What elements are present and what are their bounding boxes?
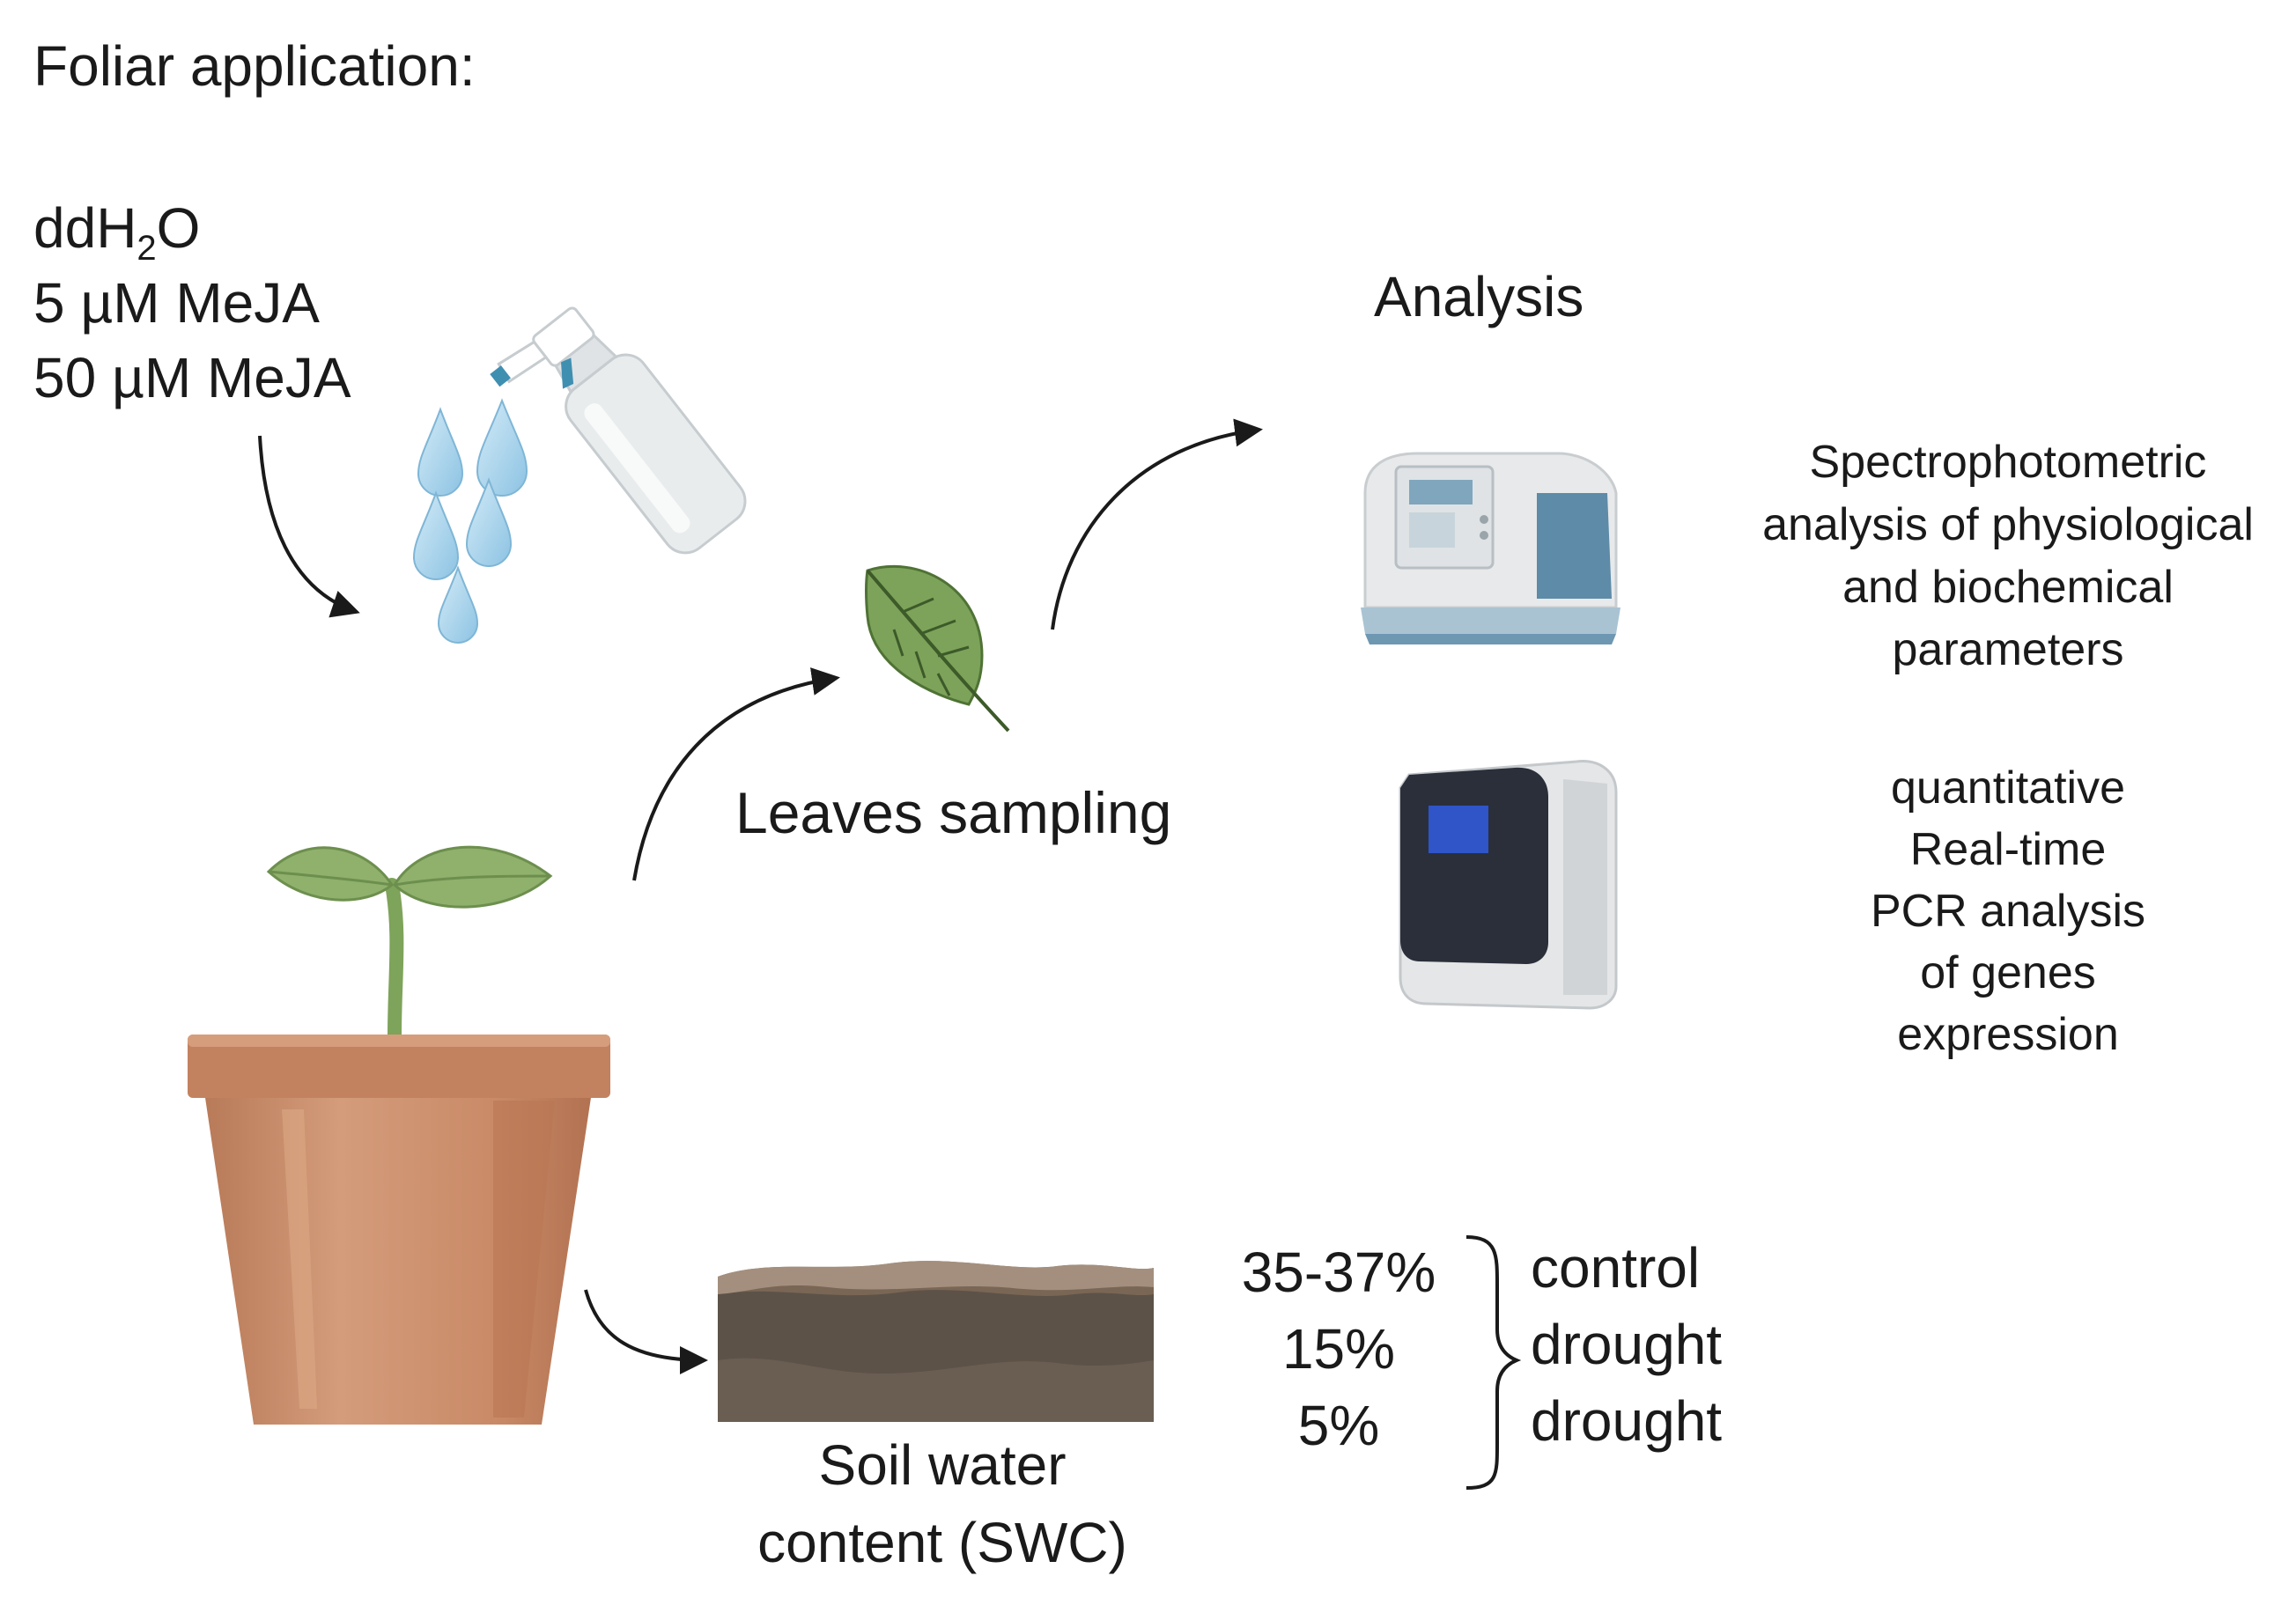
seedling-icon xyxy=(266,845,553,1042)
analysis-heading: Analysis xyxy=(1374,265,1584,328)
leaves-sampling-label: Leaves sampling xyxy=(735,780,1172,845)
pcr-machine-icon xyxy=(1399,760,1618,1010)
spectrophotometric-label: Spectrophotometric analysis of physiolog… xyxy=(1762,437,2254,675)
arrow-treatment-to-spray xyxy=(258,435,360,618)
soil-layer-icon xyxy=(718,1261,1154,1422)
swc-value-control: 35-37% xyxy=(1241,1241,1436,1304)
arrow-leaf-to-analysis xyxy=(1051,418,1263,630)
leaf-icon xyxy=(865,564,1010,733)
spray-bottle-icon xyxy=(490,306,747,555)
swc-value-drought-5: 5% xyxy=(1297,1394,1380,1457)
treatment-50um-meja: 50 µM MeJA xyxy=(33,346,351,409)
spectrophotometer-icon xyxy=(1361,452,1620,644)
treatment-water: ddH2O xyxy=(33,196,201,268)
condition-drought-5: drought xyxy=(1531,1389,1723,1453)
condition-control: control xyxy=(1531,1236,1701,1300)
condition-drought-15: drought xyxy=(1531,1313,1723,1376)
bracket-brace xyxy=(1465,1235,1522,1490)
arrow-plant-to-leaf xyxy=(632,667,840,881)
soil-water-content-label: Soil water content (SWC) xyxy=(757,1433,1127,1574)
flower-pot-icon xyxy=(188,1035,610,1425)
arrow-pot-to-soil xyxy=(584,1289,708,1374)
swc-value-drought-15: 15% xyxy=(1281,1317,1396,1381)
water-drop-icon xyxy=(412,398,528,644)
diagram-title: Foliar application: xyxy=(33,34,476,98)
treatment-5um-meja: 5 µM MeJA xyxy=(33,271,320,335)
pcr-analysis-label: quantitative Real-time PCR analysis of g… xyxy=(1870,762,2146,1060)
